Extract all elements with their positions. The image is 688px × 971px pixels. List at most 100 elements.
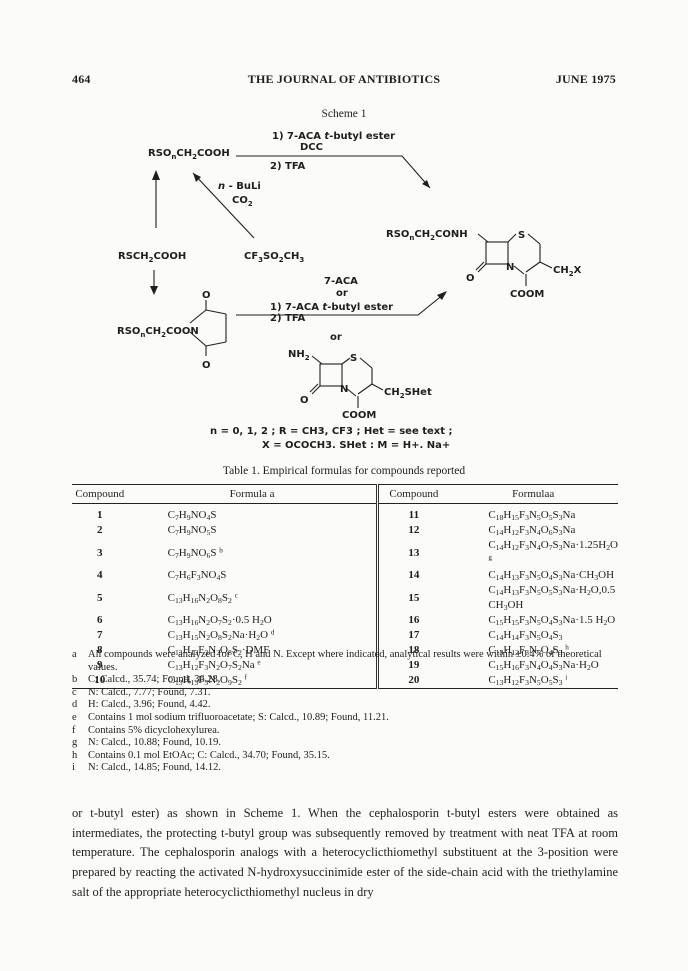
page-number: 464 xyxy=(72,72,91,86)
footnote-letter: b xyxy=(72,674,78,686)
footnote-text: N: Calcd., 14.85; Found, 14.12. xyxy=(88,762,221,774)
compound-number: 11 xyxy=(376,503,449,523)
footnote-text: C: Calcd., 35.74; Found, 36.28. xyxy=(88,674,221,686)
product-ring xyxy=(475,233,553,286)
nucleus-nh2: NH2 xyxy=(288,349,310,362)
reaction-scheme: RSOnCH2COOH 1) 7-ACA t-butyl ester DCC 2… xyxy=(117,131,582,448)
col-compound-1: Compound xyxy=(72,484,128,504)
scheme-defs1: n = 0, 1, 2 ; R = CH3, CF3 ; Het = see t… xyxy=(210,426,452,437)
scheme-or1: or xyxy=(336,288,348,299)
compound-formula: C13H13F3N2O9S2 f xyxy=(127,673,378,689)
scheme-nbuli: n - BuLi xyxy=(218,181,261,192)
scheme-title: Scheme 1 xyxy=(321,108,367,120)
col-formula-1: Formula a xyxy=(127,484,378,504)
compound-formula: C15H16F3N4O4S3Na·H2O xyxy=(488,659,599,672)
nucleus-o: O xyxy=(300,395,309,406)
compound-formula: C7H6F3NO4S xyxy=(167,569,227,582)
scheme-nhs-ester: RSOnCH2COON xyxy=(117,326,199,339)
scheme-or2: or xyxy=(330,332,342,343)
footnote-letter: c xyxy=(72,686,77,698)
compound-number: 7 xyxy=(97,629,103,641)
footnote: h Contains 0.1 mol EtOAc; C: Calcd., 34.7… xyxy=(72,750,618,763)
compound-number: 16 xyxy=(376,613,449,628)
arrow-top xyxy=(236,155,431,189)
compound-number: 1 xyxy=(97,509,103,521)
footnote: b C: Calcd., 35.74; Found, 36.28. xyxy=(72,674,618,687)
table-header-row: Compound Formula a Compound Formulaa xyxy=(72,484,618,504)
scheme-co2: CO2 xyxy=(232,195,253,208)
compound-formula: C13H12F3N2O7S2Na e xyxy=(167,658,261,672)
product-s: S xyxy=(518,230,525,241)
nucleus-ring xyxy=(309,355,384,408)
footnote-letter: d xyxy=(72,699,78,711)
arrow-buli xyxy=(192,172,255,239)
compound-formula: C13H12F3N5O5S3 i xyxy=(448,673,618,689)
footnote-text: Contains 0.1 mol EtOAc; C: Calcd., 34.70… xyxy=(88,749,330,761)
product-coom: COOM xyxy=(510,289,544,300)
succinimide-o1: O xyxy=(202,290,211,301)
succinimide-o2: O xyxy=(202,360,211,371)
scheme-cf3so2ch3: CF3SO2CH3 xyxy=(244,251,304,264)
compound-formula: C18H15F3N5O5S3Na xyxy=(488,509,576,522)
compound-number: 14 xyxy=(376,568,449,583)
succinimide-ring xyxy=(189,300,227,356)
compound-formula: C15H15F3N5O4S3Na·1.5 H2O xyxy=(488,614,616,627)
compound-formula: C13H12F3N5O4S3 h xyxy=(488,643,569,657)
footnote-text: N: Calcd., 10.88; Found, 10.19. xyxy=(88,737,221,749)
product-chain: RSOnCH2CONH xyxy=(386,229,468,242)
product-ch2x: CH2X xyxy=(553,265,582,278)
compound-number: 6 xyxy=(97,614,103,626)
nucleus-ch2shet: CH2SHet xyxy=(384,387,432,400)
body-paragraph: or t-butyl ester) as shown in Scheme 1. … xyxy=(72,806,618,899)
nucleus-s: S xyxy=(350,353,357,364)
compound-number: 15 xyxy=(376,583,449,613)
product-o: O xyxy=(466,273,475,284)
product-n: N xyxy=(506,262,514,273)
compound-number: 2 xyxy=(97,524,103,536)
compound-number: 9 xyxy=(97,659,103,671)
scheme-step1b: DCC xyxy=(300,142,323,153)
compound-number: 5 xyxy=(97,591,103,604)
table-row: 5 C13H16N2O8S2 c 15 C14H13F3N5O5S3Na·H2O,0.… xyxy=(72,583,618,613)
compound-number: 18 xyxy=(376,643,449,658)
table-caption: Table 1. Empirical formulas for compound… xyxy=(222,465,466,477)
footnote-text: H: Calcd., 3.96; Found, 4.42. xyxy=(88,699,211,711)
scheme-step1: 1) 7-ACA t-butyl ester xyxy=(272,131,395,142)
compound-formula: C13H16N2O8S2 c xyxy=(167,590,238,605)
compound-formula: C14H12F3N4O7S3Na·1.25H2O g xyxy=(488,539,618,562)
scheme-aca-step2: 2) TFA xyxy=(270,313,306,324)
footnote-text: All compounds were analyzed for C, H and… xyxy=(88,649,602,673)
compound-formula: C13H16N2O7S2·0.5 H2O xyxy=(167,614,272,627)
compound-number: 17 xyxy=(376,628,449,643)
scheme-aca-step1: 1) 7-ACA t-butyl ester xyxy=(270,302,393,313)
scheme-defs2: X = OCOCH3, SHet ; M = H+, Na+ xyxy=(262,440,450,448)
footnote-letter: h xyxy=(72,749,78,761)
footnote: c N: Calcd., 7.77; Found, 7.31. xyxy=(72,687,618,700)
compound-formula: C14H13F3N5O4S3Na·CH3OH xyxy=(488,569,615,582)
nucleus-n: N xyxy=(340,384,348,395)
footnote-text: N: Calcd., 7.77; Found, 7.31. xyxy=(88,686,211,698)
compound-formula: C14H13F3N5O5S3Na·H2O,0.5 CH3OH xyxy=(488,584,616,612)
compound-number: 10 xyxy=(72,673,128,689)
compound-number: 13 xyxy=(376,538,449,568)
arrow-bottom xyxy=(236,293,445,316)
scheme-top-left: RSOnCH2COOH xyxy=(148,148,230,161)
compound-number: 19 xyxy=(376,658,449,673)
footnote-text: Contains 1 mol sodium trifluoroacetate; … xyxy=(88,711,389,723)
col-compound-2: Compound xyxy=(376,484,449,504)
table-row: 9 C13H12F3N2O7S2Na e 19 C15H16F3N4O4S3Na·H2… xyxy=(72,658,618,673)
compound-formula: C7H9NO4S xyxy=(167,509,217,522)
compound-number: 20 xyxy=(376,673,449,689)
